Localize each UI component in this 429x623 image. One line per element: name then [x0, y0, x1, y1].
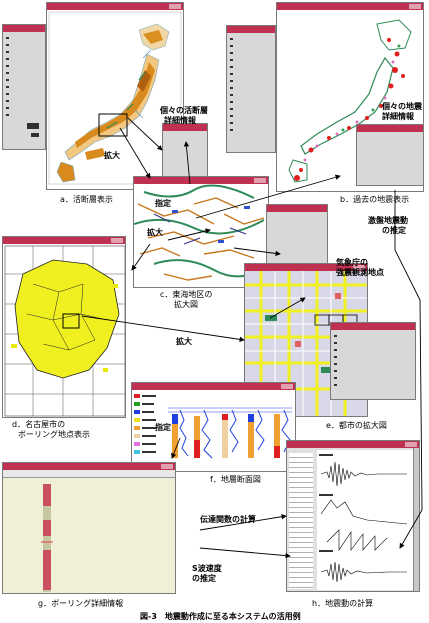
- list-marker: [31, 133, 39, 137]
- titlebar[interactable]: [331, 323, 415, 330]
- annotation-jma: 気象庁の 強震観測地点: [336, 258, 384, 277]
- japan-fault-map[interactable]: [47, 10, 184, 190]
- titlebar[interactable]: [227, 26, 275, 33]
- caption-e: e．都市の拡大図: [326, 421, 387, 430]
- titlebar[interactable]: [267, 205, 327, 212]
- caption-h: h．地震動の計算: [312, 599, 374, 608]
- window-controls-icon[interactable]: [353, 265, 365, 270]
- titlebar[interactable]: [245, 264, 367, 271]
- window-earthquake-detail[interactable]: [356, 124, 424, 186]
- cross-section-chart[interactable]: [132, 390, 296, 472]
- titlebar[interactable]: [3, 237, 125, 244]
- titlebar[interactable]: [3, 463, 175, 470]
- titlebar[interactable]: [47, 3, 183, 10]
- window-fault-detail[interactable]: [162, 123, 208, 183]
- window-cross-section[interactable]: [131, 382, 296, 472]
- list-marker: [27, 123, 39, 129]
- japan-earthquake-map[interactable]: [277, 10, 424, 192]
- window-nagoya-boring[interactable]: [2, 236, 126, 418]
- annotation-fault-detail: 個々の活断層 詳細情報: [160, 106, 208, 125]
- window-controls-icon[interactable]: [405, 442, 417, 447]
- caption-g: g．ボーリング詳細情報: [38, 599, 124, 608]
- caption-d: d．名古屋市の ボーリング地点表示: [12, 420, 90, 439]
- window-controls-icon[interactable]: [409, 4, 421, 9]
- annotation-zoom-1: 拡大: [104, 151, 120, 160]
- annotation-zoom-2: 拡大: [147, 228, 163, 237]
- window-controls-icon[interactable]: [161, 464, 173, 469]
- window-boring-detail[interactable]: [2, 462, 176, 594]
- annotation-strong-motion: 激盤地震動 の推定: [368, 216, 408, 235]
- window-fault-list[interactable]: [2, 24, 46, 150]
- annotation-swave: S波速度 の推定: [192, 564, 222, 583]
- titlebar[interactable]: [134, 177, 268, 184]
- list-markers: [334, 335, 337, 391]
- window-fault-map[interactable]: [46, 2, 184, 190]
- window-controls-icon[interactable]: [111, 238, 123, 243]
- window-earthquake-map[interactable]: [276, 2, 424, 192]
- window-controls-icon[interactable]: [169, 4, 181, 9]
- titlebar[interactable]: [287, 441, 419, 448]
- window-controls-icon[interactable]: [254, 178, 266, 183]
- annotation-zoom-3: 拡大: [176, 337, 192, 346]
- list-markers: [6, 37, 9, 121]
- list-markers: [230, 38, 233, 136]
- window-city-detail[interactable]: [330, 322, 416, 400]
- window-tokai-detail[interactable]: [266, 204, 328, 268]
- annotation-transfer: 伝達関数の計算: [200, 515, 256, 524]
- annotation-specify-1: 指定: [155, 199, 171, 208]
- titlebar[interactable]: [357, 125, 423, 132]
- window-tokai-zoom[interactable]: [133, 176, 269, 288]
- caption-f: f．地層断面図: [210, 475, 261, 484]
- annotation-specify-2: 指定: [155, 423, 171, 432]
- window-earthquake-list[interactable]: [226, 25, 276, 153]
- titlebar[interactable]: [132, 383, 295, 390]
- caption-c: c．東海地区の 拡大図: [160, 290, 213, 309]
- legend: [134, 394, 156, 454]
- titlebar[interactable]: [277, 3, 423, 10]
- caption-a: a．活断層表示: [60, 195, 113, 204]
- titlebar[interactable]: [3, 25, 45, 32]
- annotation-quake-detail: 個々の地震 詳細情報: [382, 102, 422, 121]
- boring-log[interactable]: [3, 478, 176, 593]
- tokai-fault-map[interactable]: [134, 184, 269, 288]
- caption-b: b．過去の地震表示: [340, 195, 410, 204]
- titlebar[interactable]: [163, 124, 207, 131]
- param-list: [289, 453, 313, 589]
- figure-caption: 図-3 地震動作成に至る本システムの活用例: [140, 612, 301, 621]
- window-controls-icon[interactable]: [281, 384, 293, 389]
- waveform-plots[interactable]: [317, 450, 417, 590]
- menubar[interactable]: [3, 470, 175, 478]
- nagoya-boring-map[interactable]: [3, 244, 126, 418]
